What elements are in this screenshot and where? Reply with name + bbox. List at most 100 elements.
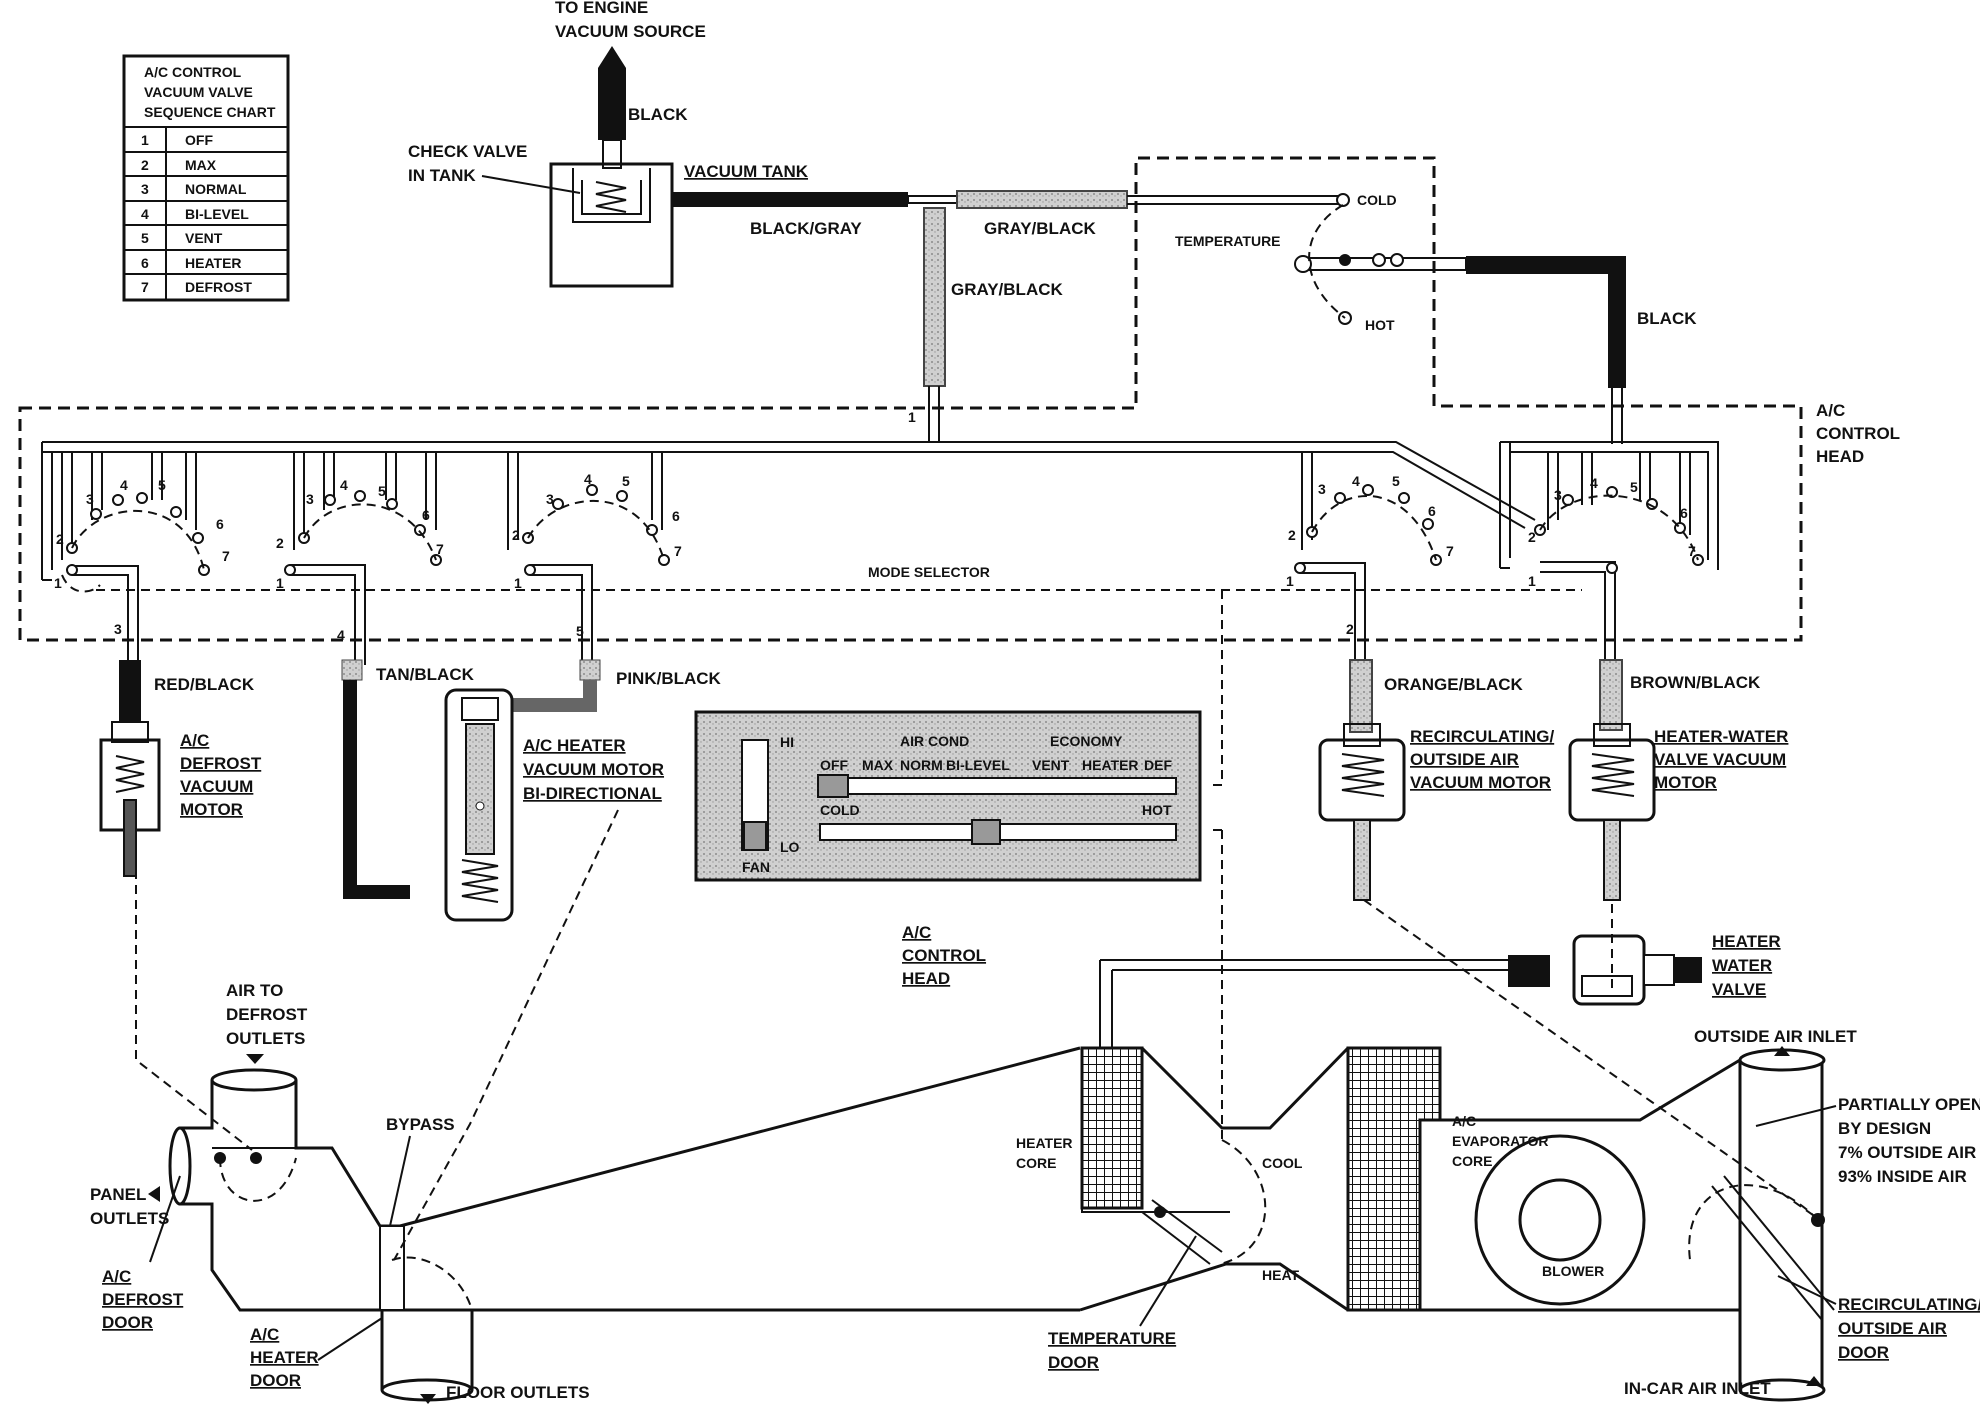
port-number: 2 <box>1288 527 1296 543</box>
mode-def-label: DEF <box>1144 757 1172 773</box>
hose-number: 3 <box>114 621 122 637</box>
mode-valve-5: 2 3 4 5 6 7 1 <box>1528 452 1704 665</box>
hvac-duct <box>168 1046 1835 1402</box>
temp-cold-panel-label: COLD <box>820 802 860 818</box>
heater-core-label: CORE <box>1016 1155 1056 1171</box>
port-number: 5 <box>622 473 630 489</box>
recirc-motor-label: OUTSIDE AIR <box>1410 750 1519 769</box>
panel-caption: A/C <box>902 923 931 942</box>
control-head-panel: HI LO FAN AIR COND ECONOMY OFF MAX NORM … <box>694 710 1202 988</box>
defrost-door-label: DEFROST <box>102 1290 184 1309</box>
defrost-outlets-label: DEFROST <box>226 1005 308 1024</box>
port-number: 1 <box>1286 573 1294 589</box>
pink-black-label: PINK/BLACK <box>616 669 722 688</box>
heater-water-vacuum-motor: HEATER-WATER VALVE VACUUM MOTOR <box>1568 723 1788 901</box>
defrost-outlets-label: OUTLETS <box>226 1029 305 1048</box>
control-head-outline <box>18 156 1803 642</box>
heater-motor-label: VACUUM MOTOR <box>523 760 664 779</box>
port-number: 7 <box>1446 543 1454 559</box>
panel-outlets-label: OUTLETS <box>90 1209 169 1228</box>
panel-caption: HEAD <box>902 969 950 988</box>
port-number: 7 <box>674 543 682 559</box>
chart-label: NORMAL <box>185 181 247 197</box>
port-number: 7 <box>1688 543 1696 559</box>
mode-valve-3: 2 3 4 5 6 7 1 5 <box>507 452 682 665</box>
recirc-door-label: OUTSIDE AIR <box>1838 1319 1947 1338</box>
to-engine-label: TO ENGINE <box>555 0 648 17</box>
port-number: 4 <box>584 471 592 487</box>
hw-valve-label: HEATER <box>1712 932 1781 951</box>
heater-water-motor-label: VALVE VACUUM <box>1654 750 1786 769</box>
orange-black-label: ORANGE/BLACK <box>1384 675 1524 694</box>
port-number: 2 <box>276 535 284 551</box>
hose-number: 4 <box>337 627 345 643</box>
port-number: 7 <box>222 548 230 564</box>
evaporator-label: A/C <box>1452 1113 1476 1129</box>
evaporator-label: CORE <box>1452 1153 1492 1169</box>
chart-title-1: A/C CONTROL <box>144 64 242 80</box>
evaporator-label: EVAPORATOR <box>1452 1133 1548 1149</box>
chart-num: 1 <box>141 132 149 148</box>
heater-core-label: HEATER <box>1016 1135 1073 1151</box>
outside-air-inlet-label: OUTSIDE AIR INLET <box>1694 1027 1857 1046</box>
hw-valve-label: VALVE <box>1712 980 1766 999</box>
mode-slider-track[interactable] <box>819 777 1177 795</box>
chart-label: BI-LEVEL <box>185 206 249 222</box>
mode-vent-label: VENT <box>1032 757 1070 773</box>
arrow-up-icon <box>246 1054 264 1064</box>
port-number: 6 <box>216 516 224 532</box>
red-black-label: RED/BLACK <box>154 675 255 694</box>
temp-hot-panel-label: HOT <box>1142 802 1172 818</box>
chart-label: MAX <box>185 157 217 173</box>
recirc-motor-label: VACUUM MOTOR <box>1410 773 1551 792</box>
heater-vacuum-motor: A/C HEATER VACUUM MOTOR BI-DIRECTIONAL <box>444 688 664 922</box>
mode-lever[interactable] <box>817 774 849 798</box>
port-number: 3 <box>546 491 554 507</box>
brown-black-hose <box>1599 659 1623 731</box>
port-number: 6 <box>1680 505 1688 521</box>
evaporator-core <box>1346 1046 1442 1312</box>
chart-label: VENT <box>185 230 223 246</box>
blower-label: BLOWER <box>1542 1263 1604 1279</box>
defrost-motor-label: MOTOR <box>180 800 243 819</box>
port-number: 6 <box>1428 503 1436 519</box>
vacuum-source: TO ENGINE VACUUM SOURCE BLACK CHECK VALV… <box>408 0 1350 442</box>
mode-max-label: MAX <box>862 757 894 773</box>
temp-cold-label: COLD <box>1357 192 1397 208</box>
heater-water-motor-label: HEATER-WATER <box>1654 727 1788 746</box>
fan-lo-label: LO <box>780 839 800 855</box>
temp-black-label: BLACK <box>1637 309 1697 328</box>
port-number: 3 <box>306 491 314 507</box>
port-number: 3 <box>1554 487 1562 503</box>
heater-core <box>1080 1046 1144 1210</box>
vacuum-source-label: VACUUM SOURCE <box>555 22 706 41</box>
chart-num: 7 <box>141 279 149 295</box>
chart-num: 2 <box>141 157 149 173</box>
recirc-door-label: RECIRCULATING/ <box>1838 1295 1980 1314</box>
port-number: 1 <box>54 575 62 591</box>
economy-label: ECONOMY <box>1050 733 1123 749</box>
port-number: 2 <box>512 527 520 543</box>
port-number: 5 <box>158 477 166 493</box>
fan-lever[interactable] <box>743 821 767 851</box>
defrost-motor-label: VACUUM <box>180 777 253 796</box>
mode-selector-label: MODE SELECTOR <box>868 564 990 580</box>
defrost-outlets-label: AIR TO <box>226 981 283 1000</box>
control-head-label-2: CONTROL <box>1816 424 1900 443</box>
temp-lever[interactable] <box>971 819 1001 845</box>
arrow-down-icon <box>420 1394 436 1404</box>
gray-black-label: GRAY/BLACK <box>984 219 1096 238</box>
heater-water-motor-label: MOTOR <box>1654 773 1717 792</box>
control-head-label-3: HEAD <box>1816 447 1864 466</box>
heater-motor-label: A/C HEATER <box>523 736 626 755</box>
port-number: 5 <box>1392 473 1400 489</box>
port-number: 7 <box>436 541 444 557</box>
air-cond-label: AIR COND <box>900 733 969 749</box>
port-number: 3 <box>1318 481 1326 497</box>
hw-valve-label: WATER <box>1712 956 1772 975</box>
partially-open-label: PARTIALLY OPEN <box>1838 1095 1980 1114</box>
mode-norm-label: NORM <box>900 757 943 773</box>
port-number: 4 <box>120 477 128 493</box>
defrost-motor-label: DEFROST <box>180 754 262 773</box>
